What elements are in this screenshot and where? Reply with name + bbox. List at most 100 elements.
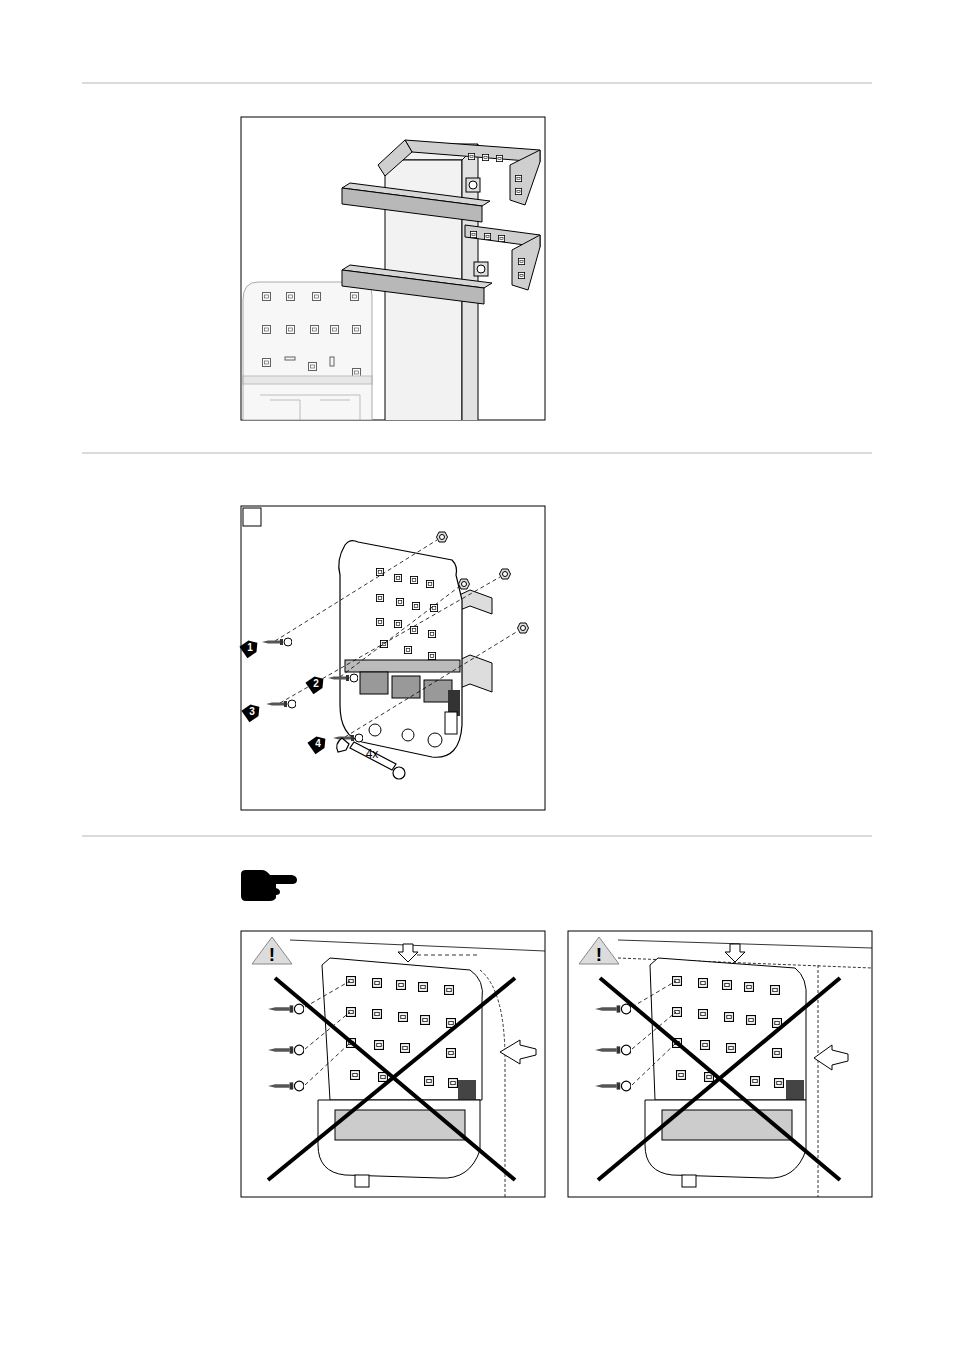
bolting-figure [428,652,435,659]
cross-mark [598,978,840,1180]
screw [268,1004,304,1014]
cross-mark [268,978,515,1180]
bolting-figure [392,676,420,698]
force-arrow [725,944,745,962]
pole-mount-figure [496,155,502,161]
pole-mount-figure [515,188,521,194]
bolting-figure [410,576,417,583]
pole-mount-figure [405,140,540,162]
step-box [243,508,261,526]
wrong-mounting-figure [241,931,545,1197]
wrong-mounting-figure [632,1012,676,1049]
pole-mount-figure [313,293,321,301]
bolting-figure [275,540,518,737]
screw [268,1081,304,1091]
bolting-figure [410,626,417,633]
wrong-mounting-figure [375,1041,384,1050]
pole-mount-figure [484,233,490,239]
wrong-mounting-figure [318,1100,480,1178]
callout-arrow [239,637,261,658]
bolting-figure [275,540,437,641]
pole-mount-figure [353,326,361,334]
wrong-mounting-figure [673,1008,682,1017]
pole-mount-figure [309,363,317,371]
pole-mount-figure [378,140,412,176]
wrong-mounting-figure [745,983,754,992]
screw [595,1004,631,1014]
bolting-figure [239,506,545,810]
warning-mark: ! [269,945,275,964]
bolting-figure [376,568,437,659]
bolting-figure [412,602,419,609]
callout-number: 2 [313,679,319,689]
bolting-figure [394,574,401,581]
pole-mount-figure [243,282,372,420]
wrong-mounting-figure [673,977,682,986]
pole-mount-figure [342,188,482,222]
pole-mount-figure [243,293,372,421]
bolting-figure [428,630,435,637]
wrong-mounting-figure [373,1010,382,1019]
pole-mount-figure [243,140,540,420]
pole-mount-figure [477,265,485,273]
bolting-figure [428,733,442,747]
pole-mount-figure [466,178,480,192]
wrong-mounting-figure [701,1041,710,1050]
callout-number: 1 [247,643,253,653]
wrong-mounting-figure [401,1044,410,1053]
callout-arrow [239,637,329,754]
pole-mount-figure [468,153,474,159]
force-arrow [500,1040,536,1064]
pole-mount-figure [512,235,540,290]
pole-mount-figure [331,326,339,334]
wrong-mounting-figure [305,955,480,1085]
wrong-mounting-figure [373,979,382,988]
bolting-figure [241,506,545,810]
pole-mount-figure [351,293,359,301]
wrong-mounting-figure [290,940,545,951]
pole-mount-figure [518,258,524,264]
screw [595,1045,631,1055]
pole-mount-figure [241,117,545,425]
wrong-mounting-figure [645,1100,806,1178]
bolting-figure [340,586,460,677]
pole-mount-figure [330,357,334,366]
pole-mount-figure [474,262,488,276]
pole-mount-figure [342,270,484,304]
wrong-mounting-figure [723,981,732,990]
wrong-mounting-figure [727,1044,736,1053]
wrong-mounting-figure [632,981,676,1085]
quantity-label: 4x [366,748,379,760]
warning-triangle [579,937,619,964]
wrong-mounting-figure [425,1077,434,1086]
bolting-figure [369,724,381,736]
force-arrow [814,1045,848,1070]
nut [437,532,529,633]
wrong-mounting-figure [399,1013,408,1022]
wrong-mounting-figure [335,1110,465,1140]
pole-mount-figure [515,175,521,181]
pole-mount-figure [470,231,524,278]
callout-arrow [241,701,263,722]
bolting-figure [345,660,460,672]
section-rule [82,835,872,837]
nut [500,569,511,579]
pole-mount-figure [470,231,476,237]
bolting-figure [360,672,388,694]
bolting-figure [402,729,414,741]
bolting-figure [394,620,401,627]
section-rule [82,82,872,84]
bolting-figure [445,712,457,734]
note-hand-icon [241,870,297,901]
pole-mount-figure [287,326,295,334]
wrong-mounting-figure [579,937,872,1197]
screw [268,1045,304,1055]
wrong-mounting-figure [650,958,806,1100]
wrong-mounting-figure [421,1016,430,1025]
pole-mount-figure [285,357,295,360]
pole-mount-figure [469,181,477,189]
wrong-mounting-figure [682,1175,696,1187]
wrong-mounting-figure [771,986,780,995]
wrong-mounting-figure [618,940,872,948]
